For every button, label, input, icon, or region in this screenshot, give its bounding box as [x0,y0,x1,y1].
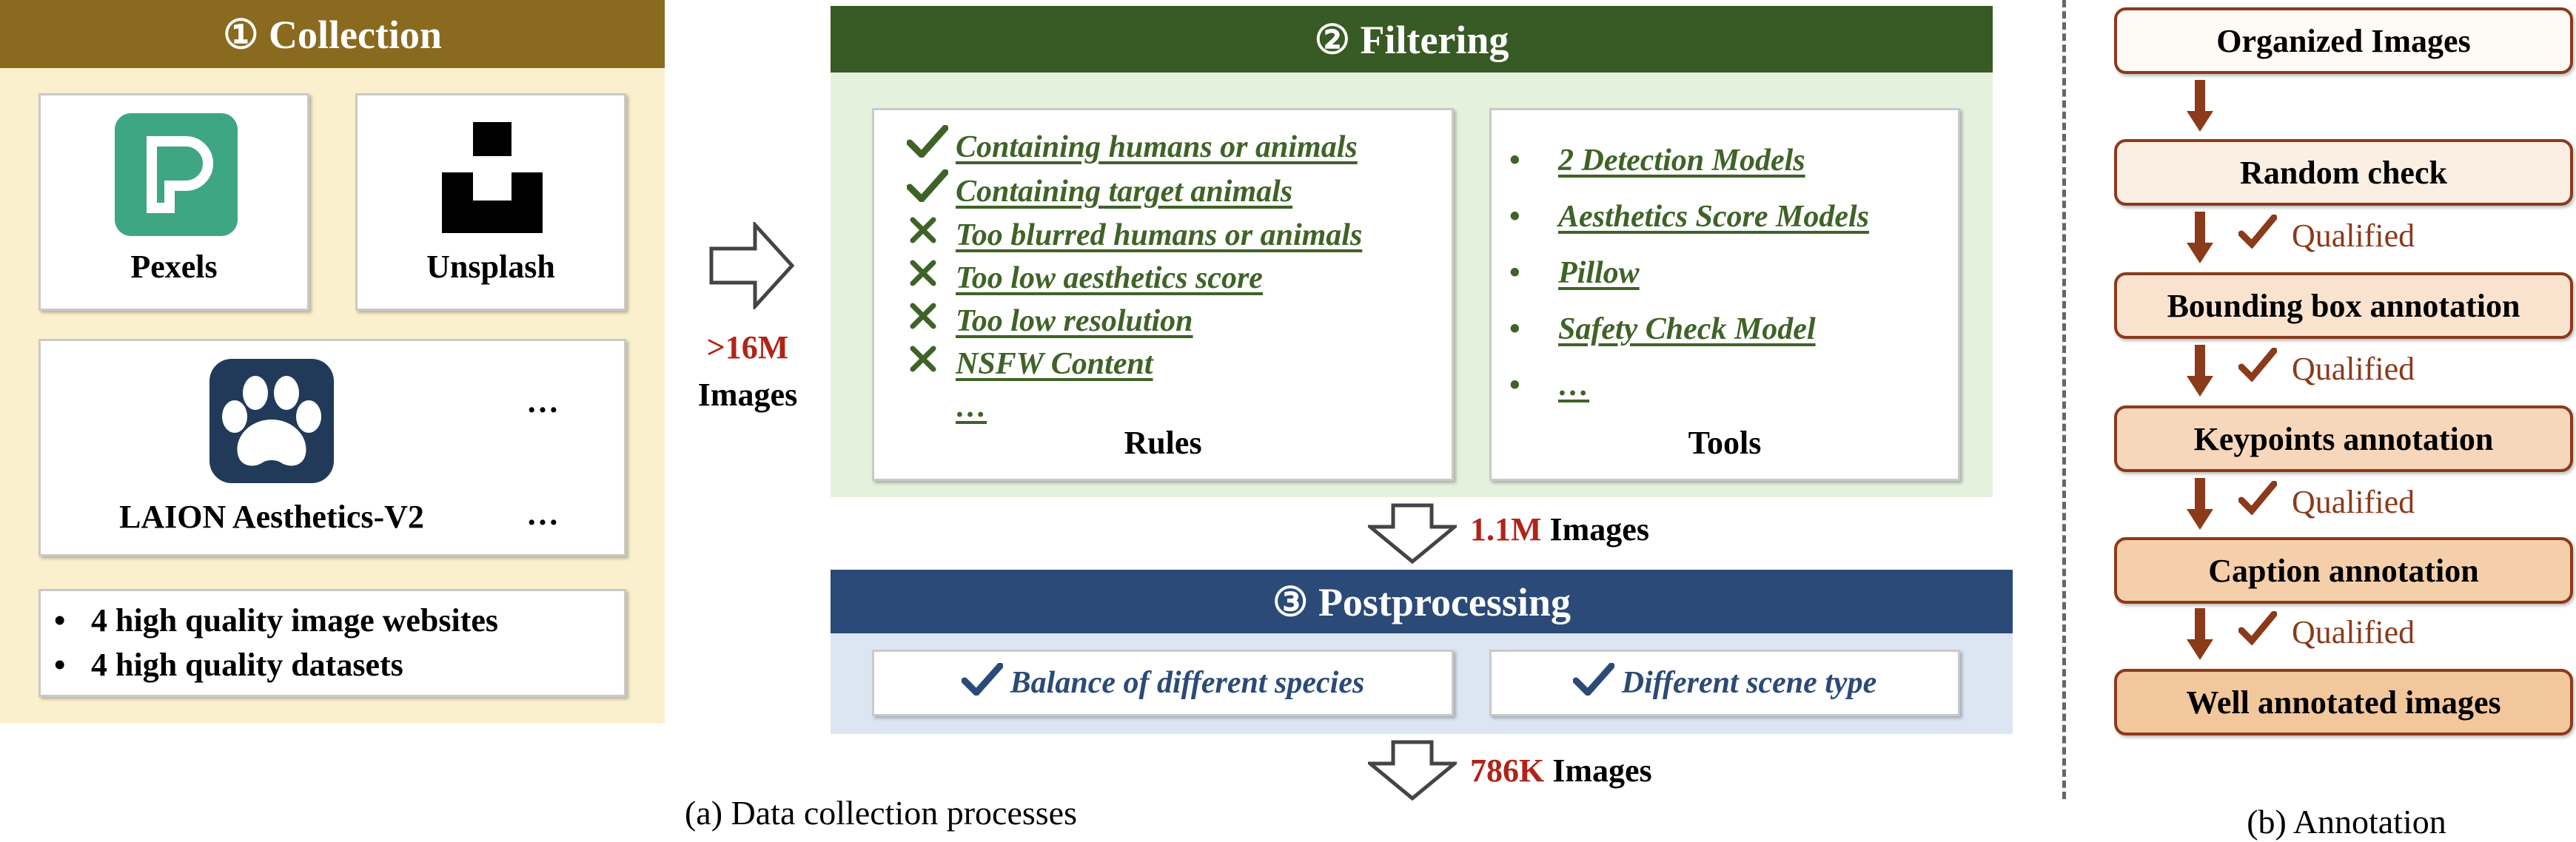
pexels-card: Pexels [38,93,309,311]
collection-output-count: >16M [706,329,789,366]
qualified-label: Qualified [2238,480,2415,523]
check-icon [906,169,956,214]
bullet-glyph: • [54,647,66,683]
filtering-output-unit: Images [1549,511,1649,548]
caption-b: (b) Annotation [2247,803,2446,841]
rule-item: Too blurred humans or animals [907,214,1362,257]
down-arrow-icon [1365,740,1460,804]
qualified-label: Qualified [2238,610,2415,653]
tool-item: •Pillow [1509,256,1640,290]
check-icon [1572,662,1615,704]
postprocessing-output-count: 786K [1470,752,1545,789]
check-icon [2238,347,2278,390]
unsplash-logo-icon [442,122,543,233]
annotation-step: Well annotated images [2114,669,2573,735]
rule-item: Containing target animals [906,169,1362,214]
cross-icon [907,300,956,343]
down-arrow-icon [2187,80,2213,135]
section-divider [2062,0,2066,799]
annotation-step: Keypoints annotation [2114,405,2573,472]
laion-card: … LAION Aesthetics-V2 … [38,339,626,556]
tool-item: •… [1509,368,1589,403]
collection-output-unit: Images [697,377,798,413]
postprocessing-output-unit: Images [1552,752,1652,789]
rules-box: Containing humans or animals Containing … [872,108,1454,481]
tools-box: •2 Detection Models •Aesthetics Score Mo… [1489,108,1960,481]
cross-icon [907,343,956,385]
tool-item: •Safety Check Model [1509,312,1816,346]
laion-label: LAION Aesthetics-V2 [119,499,424,535]
collection-summary-card: • 4 high quality image websites • 4 high… [38,589,626,697]
rule-item: Containing humans or animals [906,124,1362,169]
down-arrow-icon [2187,478,2213,533]
rules-list: Containing humans or animals Containing … [906,124,1362,428]
tools-list: •2 Detection Models •Aesthetics Score Mo… [1509,132,1869,414]
collection-bullet: • 4 high quality image websites [41,599,624,643]
check-icon [906,124,956,169]
rule-item: NSFW Content [907,343,1362,385]
annotation-step: Caption annotation [2114,537,2573,604]
annotation-step: Bounding box annotation [2114,272,2573,339]
down-arrow-icon [2187,608,2213,664]
caption-a: (a) Data collection processes [684,794,1078,832]
tools-title: Tools [1688,425,1762,461]
check-icon [961,662,1004,704]
rules-title: Rules [1124,425,1202,461]
rule-item: Too low resolution [907,300,1362,343]
rule-item: … [956,390,987,424]
qualified-label: Qualified [2238,214,2415,257]
check-icon [2238,610,2278,653]
collection-bullet: • 4 high quality datasets [41,643,624,687]
bullet-text: 4 high quality image websites [91,602,499,639]
unsplash-card: Unsplash [355,93,626,311]
postprocessing-item: Balance of different species [872,650,1454,716]
bullet-glyph: • [54,602,66,639]
pexels-logo-icon [115,113,238,236]
pexels-label: Pexels [130,249,218,285]
laion-ellipsis-top: … [526,383,559,420]
right-arrow-icon [709,222,795,309]
unsplash-label: Unsplash [426,249,555,285]
filtering-output-count: 1.1M [1470,511,1542,548]
collection-header: ① Collection [0,0,665,68]
postprocessing-header: ③ Postprocessing [831,570,2013,633]
laion-ellipsis-bottom: … [526,496,559,532]
cross-icon [907,214,956,257]
rule-item: Too low aesthetics score [907,257,1362,300]
bullet-text: 4 high quality datasets [91,647,403,683]
cross-icon [907,257,956,300]
tool-item: •Aesthetics Score Models [1509,200,1869,234]
postprocessing-item: Different scene type [1489,650,1960,716]
down-arrow-icon [2187,345,2213,400]
down-arrow-icon [2187,212,2213,267]
postprocessing-output: 786K Images [1470,752,1652,789]
tool-item: •2 Detection Models [1509,144,1805,178]
annotation-step: Random check [2114,139,2573,206]
qualified-label: Qualified [2238,347,2415,390]
paw-logo-icon [209,359,334,483]
check-icon [2238,480,2278,523]
annotation-step: Organized Images [2114,7,2573,74]
filtering-header: ② Filtering [831,6,1993,73]
check-icon [2238,214,2278,257]
down-arrow-icon [1365,503,1460,567]
filtering-output: 1.1M Images [1470,511,1649,548]
